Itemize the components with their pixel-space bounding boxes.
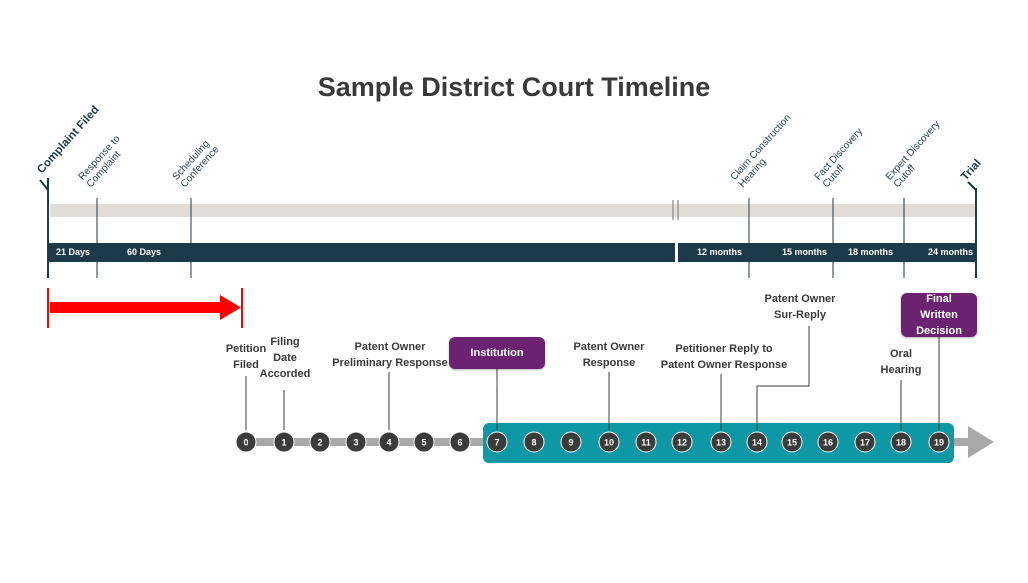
step-number-2: 2	[317, 438, 322, 448]
connector-sur-reply	[756, 326, 810, 430]
duration-24-months: 24 months	[928, 247, 974, 257]
step-number-10: 10	[604, 438, 614, 448]
step-circle-9	[560, 431, 582, 453]
label-oral-hearing: Oral Hearing	[880, 348, 922, 376]
step-circle-19	[928, 431, 950, 453]
tick-complaint-lean	[39, 179, 49, 191]
step-circle-15	[781, 431, 803, 453]
step-number-15: 15	[787, 438, 797, 448]
court-gray-bar	[50, 204, 976, 217]
step-number-4: 4	[386, 438, 391, 448]
tick-trial-lean	[967, 181, 977, 191]
step-number-3: 3	[353, 438, 358, 448]
step-circle-11	[635, 431, 657, 453]
step-number-9: 9	[568, 438, 573, 448]
duration-15-months: 15 months	[782, 247, 828, 257]
step-number-6: 6	[457, 438, 462, 448]
red-arrow-head	[220, 295, 241, 320]
page-title: Sample District Court Timeline	[317, 72, 711, 102]
step-circle-10	[598, 431, 620, 453]
step-circle-16	[817, 431, 839, 453]
duration-18-months: 18 months	[848, 247, 894, 257]
step-number-0: 0	[243, 438, 248, 448]
step-circle-14	[746, 431, 768, 453]
step-circle-12	[671, 431, 693, 453]
step-number-14: 14	[752, 438, 762, 448]
label-petition-filed: Petition Filed	[225, 343, 267, 371]
step-circle-8	[523, 431, 545, 453]
court-navy-bar	[48, 243, 976, 262]
step-number-17: 17	[860, 438, 870, 448]
label-petitioner-reply: Petitioner Reply to Patent Owner Respons…	[660, 343, 788, 371]
label-po-response: Patent Owner Response	[573, 341, 645, 369]
step-circle-0	[235, 431, 257, 453]
final-decision-badge: Final Written Decision	[901, 293, 977, 337]
step-circle-4	[378, 431, 400, 453]
step-circle-3	[345, 431, 367, 453]
step-number-16: 16	[823, 438, 833, 448]
step-number-11: 11	[641, 438, 651, 448]
institution-decision-badge: Institution Decision	[449, 337, 545, 391]
duration-21-days: 21 Days	[56, 247, 91, 257]
step-number-8: 8	[531, 438, 536, 448]
step-circle-2	[309, 431, 331, 453]
step-number-7: 7	[494, 438, 499, 448]
step-circle-6	[449, 431, 471, 453]
step-number-18: 18	[896, 438, 906, 448]
step-circle-5	[413, 431, 435, 453]
step-number-12: 12	[677, 438, 687, 448]
step-circle-18	[890, 431, 912, 453]
track-arrowhead	[968, 426, 994, 458]
step-number-5: 5	[421, 438, 426, 448]
step-circle-1	[273, 431, 295, 453]
step-number-1: 1	[281, 438, 286, 448]
step-circle-17	[854, 431, 876, 453]
red-arrow-shaft	[50, 302, 222, 313]
step-circle-13	[710, 431, 732, 453]
step-number-13: 13	[716, 438, 726, 448]
label-filing-date: Filing Date Accorded	[259, 336, 311, 380]
duration-60-days: 60 Days	[127, 247, 162, 257]
step-number-19: 19	[934, 438, 944, 448]
court-timeline	[39, 178, 977, 278]
label-preliminary-response: Patent Owner Preliminary Response	[332, 341, 448, 369]
label-sur-reply: Patent Owner Sur-Reply	[764, 293, 836, 321]
break-gap	[675, 240, 678, 264]
duration-12-months: 12 months	[697, 247, 743, 257]
step-circle-7	[486, 431, 508, 453]
